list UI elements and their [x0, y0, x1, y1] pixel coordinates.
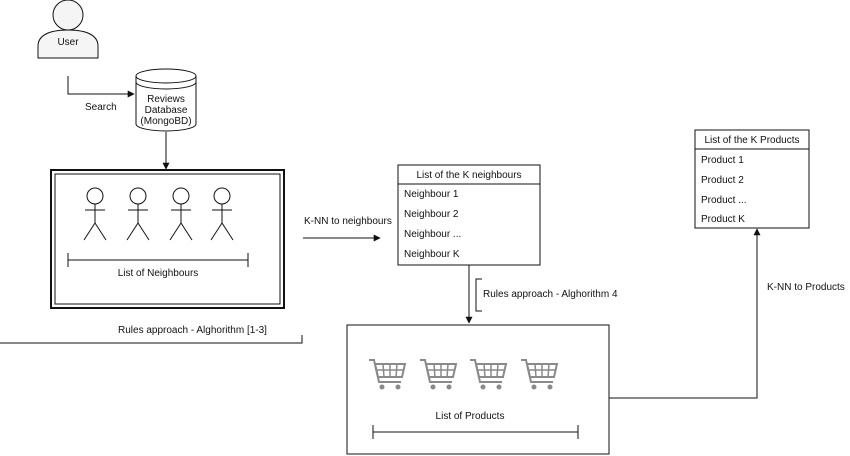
knn-products-edge: K-NN to Products — [609, 228, 845, 399]
knn-products-label: K-NN to Products — [767, 282, 845, 293]
database-node: Reviews Database (MongoBD) — [135, 68, 197, 132]
list-item: Neighbour ... — [404, 229, 461, 240]
list-item: Product 1 — [701, 155, 744, 166]
user-node: User — [37, 0, 99, 59]
k-neighbours-list: List of the K neighbours Neighbour 1 Nei… — [397, 164, 541, 266]
rules-alg13-bracket: Rules approach - Alghorithm [1-3] — [0, 325, 303, 344]
products-group: List of Products — [346, 324, 610, 455]
list-item: Product ... — [701, 195, 747, 206]
neighbours-group: List of Neighbours — [50, 169, 285, 309]
list-item: Product K — [701, 214, 745, 225]
user-head-icon — [52, 0, 84, 31]
k-products-list: List of the K Products Product 1 Product… — [694, 129, 810, 229]
list-item: Product 2 — [701, 175, 744, 186]
list-item: Neighbour 2 — [404, 209, 459, 220]
user-label: User — [57, 37, 79, 48]
knn-neighbours-edge: K-NN to neighbours — [303, 216, 392, 242]
database-label-line-3: (MongoBD) — [140, 116, 191, 127]
rules-alg4-edge: Rules approach - Alghorithm 4 — [465, 265, 618, 324]
list-item: Neighbour 1 — [404, 189, 459, 200]
products-caption: List of Products — [436, 411, 505, 422]
list-item: Neighbour K — [404, 249, 460, 260]
database-label-line-2: Database — [145, 105, 188, 116]
database-cylinder-icon — [135, 76, 197, 132]
search-edge: Search — [67, 76, 135, 113]
knn-neighbours-label: K-NN to neighbours — [304, 216, 392, 227]
rules-alg13-label: Rules approach - Alghorithm [1-3] — [118, 325, 267, 336]
rules-alg4-label: Rules approach - Alghorithm 4 — [483, 289, 618, 300]
search-label: Search — [85, 102, 117, 113]
k-products-title: List of the K Products — [704, 135, 799, 146]
neighbours-caption: List of Neighbours — [118, 268, 199, 279]
database-label-line-1: Reviews — [147, 94, 185, 105]
k-neighbours-title: List of the K neighbours — [416, 170, 521, 181]
